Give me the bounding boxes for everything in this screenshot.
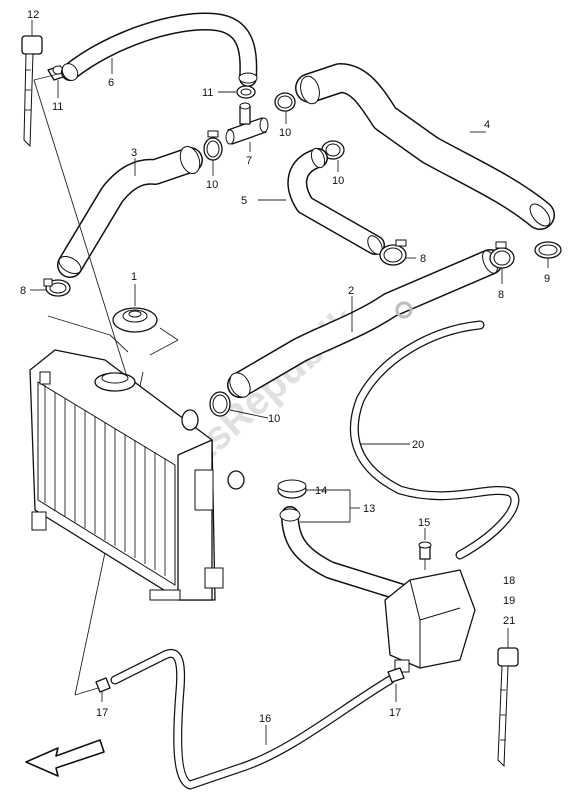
callout-9: 9: [544, 273, 550, 285]
part-13-reservoir-hose[interactable]: [279, 506, 419, 604]
part-20-overflow-hose[interactable]: [349, 320, 520, 560]
part-8-clamp-right[interactable]: [489, 241, 515, 269]
callout-18: 18: [503, 575, 515, 587]
radiator[interactable]: [29, 349, 245, 601]
part-21-cable-tie[interactable]: [497, 647, 519, 768]
callout-15: 15: [418, 517, 430, 529]
part-14-reservoir-cap[interactable]: [277, 479, 307, 499]
part-11-clamp-top[interactable]: [236, 85, 256, 99]
part-10-clamp-d[interactable]: [209, 391, 231, 417]
callout-17-left: 17: [96, 707, 108, 719]
part-15-bolt[interactable]: [418, 541, 432, 570]
callout-12: 12: [27, 9, 39, 21]
callout-7: 7: [246, 155, 252, 167]
part-16-drain-hose[interactable]: [110, 649, 395, 790]
part-8-clamp-left[interactable]: [43, 278, 71, 297]
part-10-clamp-a[interactable]: [203, 130, 223, 161]
callout-17-right: 17: [389, 707, 401, 719]
callout-6: 6: [108, 77, 114, 89]
part-7-t-fitting[interactable]: [225, 102, 269, 145]
callout-1: 1: [131, 271, 137, 283]
callout-10-d: 10: [268, 413, 280, 425]
part-3-inlet-hose[interactable]: [56, 144, 203, 278]
callout-5: 5: [241, 195, 247, 207]
part-10-clamp-b[interactable]: [274, 92, 296, 112]
part-10-clamp-c[interactable]: [321, 140, 345, 160]
part-17-clip-left[interactable]: [95, 677, 111, 693]
callout-10-c: 10: [332, 175, 344, 187]
part-4-large-hose[interactable]: [295, 63, 555, 230]
callout-11-left: 11: [52, 101, 63, 113]
callout-10-a: 10: [206, 179, 218, 191]
callout-10-b: 10: [279, 127, 291, 139]
part-5-s-hose[interactable]: [287, 147, 385, 257]
callout-4: 4: [484, 119, 490, 131]
part-9-clamp[interactable]: [534, 241, 562, 259]
callout-19: 19: [503, 595, 515, 607]
watermark-gear-icon: [395, 301, 413, 319]
part-1-radiator-cap[interactable]: [112, 307, 158, 333]
reservoir-tank[interactable]: [384, 569, 476, 673]
part-12-cable-tie[interactable]: [21, 35, 43, 148]
part-17-clip-right[interactable]: [387, 667, 405, 683]
part-8-clamp-middle[interactable]: [379, 239, 407, 266]
part-6-upper-hose[interactable]: [59, 12, 258, 87]
callout-8-right: 8: [498, 289, 504, 301]
callout-8-middle: 8: [420, 253, 426, 265]
callout-2: 2: [348, 285, 354, 297]
callout-3: 3: [131, 147, 137, 159]
callout-20: 20: [412, 439, 424, 451]
callout-8-left: 8: [20, 285, 26, 297]
callout-21: 21: [503, 615, 515, 627]
callout-14: 14: [315, 485, 327, 497]
callout-16: 16: [259, 713, 271, 725]
callout-13: 13: [363, 503, 375, 515]
front-direction-arrow: [25, 739, 105, 777]
callout-11-top: 11: [202, 87, 213, 99]
